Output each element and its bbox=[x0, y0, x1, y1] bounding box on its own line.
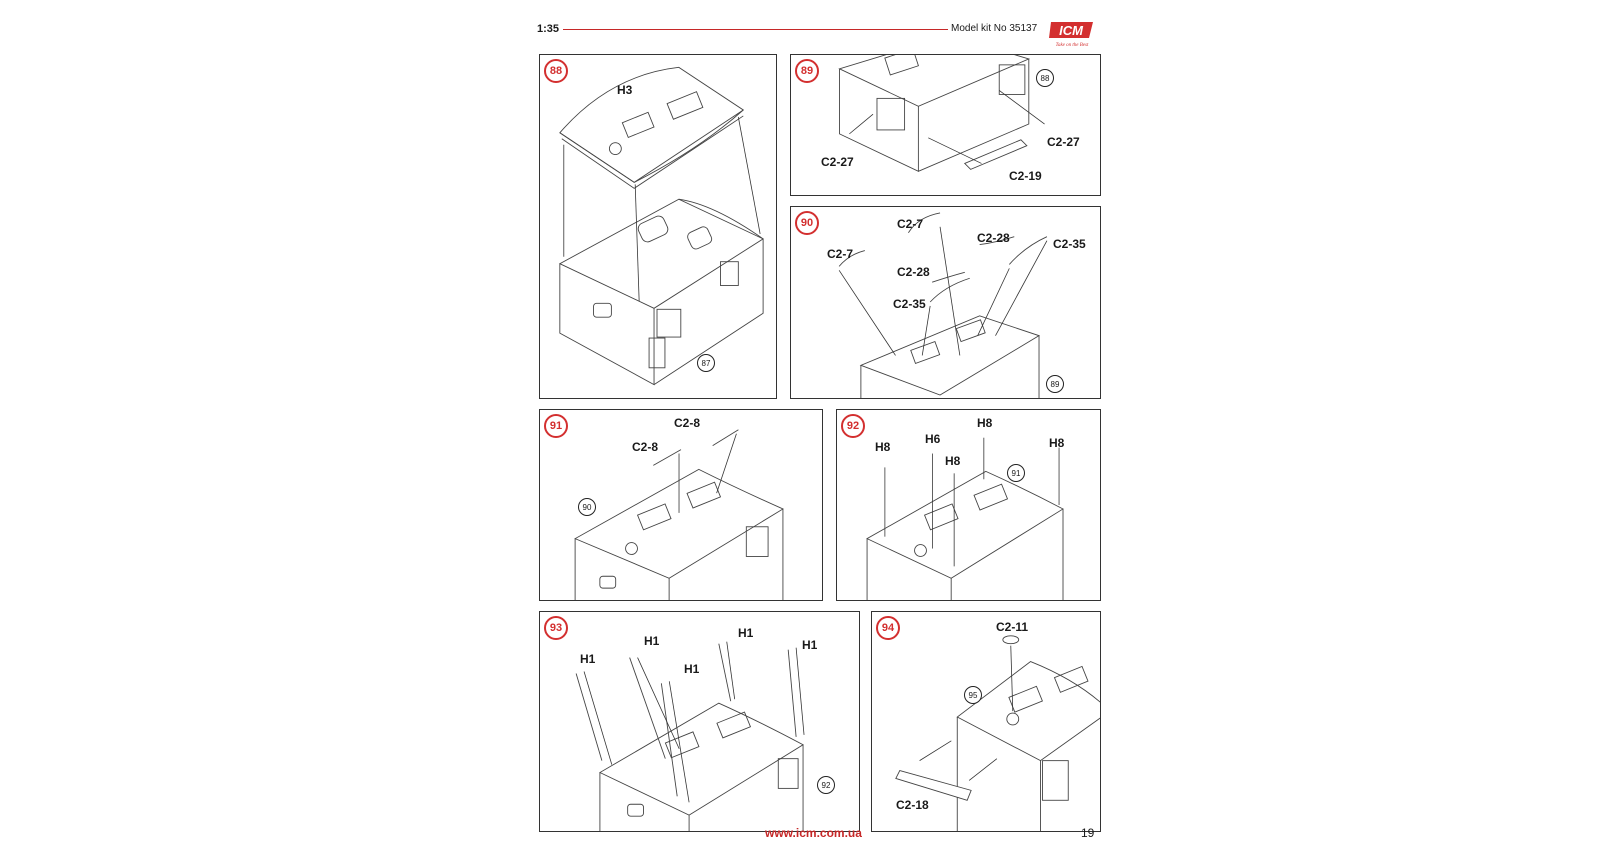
reference-step: 90 bbox=[578, 498, 596, 516]
page-number: 19 bbox=[1081, 826, 1095, 840]
part-label: H8 bbox=[1049, 436, 1065, 450]
reference-step: 87 bbox=[697, 354, 715, 372]
reference-step: 89 bbox=[1046, 375, 1064, 393]
step-90-panel: 90 C2-7 C2-28 C2-35 C2-7 C2-28 C2-35 89 bbox=[790, 206, 1101, 399]
reference-step: 91 bbox=[1007, 464, 1025, 482]
step-93-badge: 93 bbox=[544, 616, 568, 640]
step-88-panel: 88 H3 87 bbox=[539, 54, 777, 399]
part-label: H1 bbox=[644, 634, 660, 648]
svg-text:Take on the Best: Take on the Best bbox=[1056, 43, 1089, 48]
part-label: C2-19 bbox=[1009, 169, 1042, 183]
step-93-panel: 93 H1 H1 H1 H1 H1 92 bbox=[539, 611, 860, 832]
scale-label: 1:35 bbox=[537, 23, 560, 35]
step-88-drawing bbox=[558, 66, 765, 386]
part-label: C2-28 bbox=[977, 231, 1010, 245]
part-label: H1 bbox=[802, 638, 818, 652]
step-91-panel: 91 C2-8 C2-8 90 bbox=[539, 409, 823, 601]
part-label: H3 bbox=[617, 83, 633, 97]
step-94-panel: 94 C2-11 C2-18 95 bbox=[871, 611, 1101, 832]
part-label: C2-7 bbox=[827, 247, 854, 261]
part-label: H1 bbox=[684, 662, 700, 676]
reference-step: 95 bbox=[964, 686, 982, 704]
step-94-badge: 94 bbox=[876, 616, 900, 640]
step-91-badge: 91 bbox=[544, 414, 568, 438]
part-label: C2-35 bbox=[1053, 237, 1086, 251]
part-label: H6 bbox=[925, 432, 941, 446]
step-92-badge: 92 bbox=[841, 414, 865, 438]
step-89-badge: 89 bbox=[795, 59, 819, 83]
step-94-drawing bbox=[895, 635, 1100, 831]
part-label: C2-7 bbox=[897, 217, 924, 231]
part-label: H1 bbox=[580, 652, 596, 666]
reference-step: 92 bbox=[817, 776, 835, 794]
part-label: C2-8 bbox=[674, 416, 701, 430]
step-88-badge: 88 bbox=[544, 59, 568, 83]
part-label: C2-35 bbox=[893, 297, 926, 311]
step-91-drawing bbox=[574, 429, 784, 600]
part-label: H1 bbox=[738, 626, 754, 640]
step-89-drawing bbox=[838, 55, 1045, 173]
part-label: C2-8 bbox=[632, 440, 659, 454]
part-label: C2-28 bbox=[897, 265, 930, 279]
part-label: C2-11 bbox=[996, 620, 1029, 634]
step-89-panel: 89 C2-27 C2-27 C2-19 88 bbox=[790, 54, 1101, 196]
website-link[interactable]: www.icm.com.ua bbox=[765, 826, 862, 840]
part-label: H8 bbox=[875, 440, 891, 454]
part-label: C2-27 bbox=[1047, 135, 1080, 149]
step-90-badge: 90 bbox=[795, 211, 819, 235]
icm-logo: ICM Take on the Best bbox=[1047, 18, 1097, 48]
step-90-drawing bbox=[838, 212, 1048, 398]
svg-text:ICM: ICM bbox=[1059, 23, 1084, 38]
step-93-drawing bbox=[575, 641, 805, 831]
kit-number: Model kit No 35137 bbox=[951, 23, 1038, 34]
step-92-drawing bbox=[866, 437, 1064, 600]
reference-step: 88 bbox=[1036, 69, 1054, 87]
header-divider bbox=[563, 29, 948, 30]
part-label: C2-27 bbox=[821, 155, 854, 169]
part-label: H8 bbox=[977, 416, 993, 430]
part-label: H8 bbox=[945, 454, 961, 468]
step-92-panel: 92 H8 H6 H8 H8 H8 91 bbox=[836, 409, 1101, 601]
part-label: C2-18 bbox=[896, 798, 929, 812]
